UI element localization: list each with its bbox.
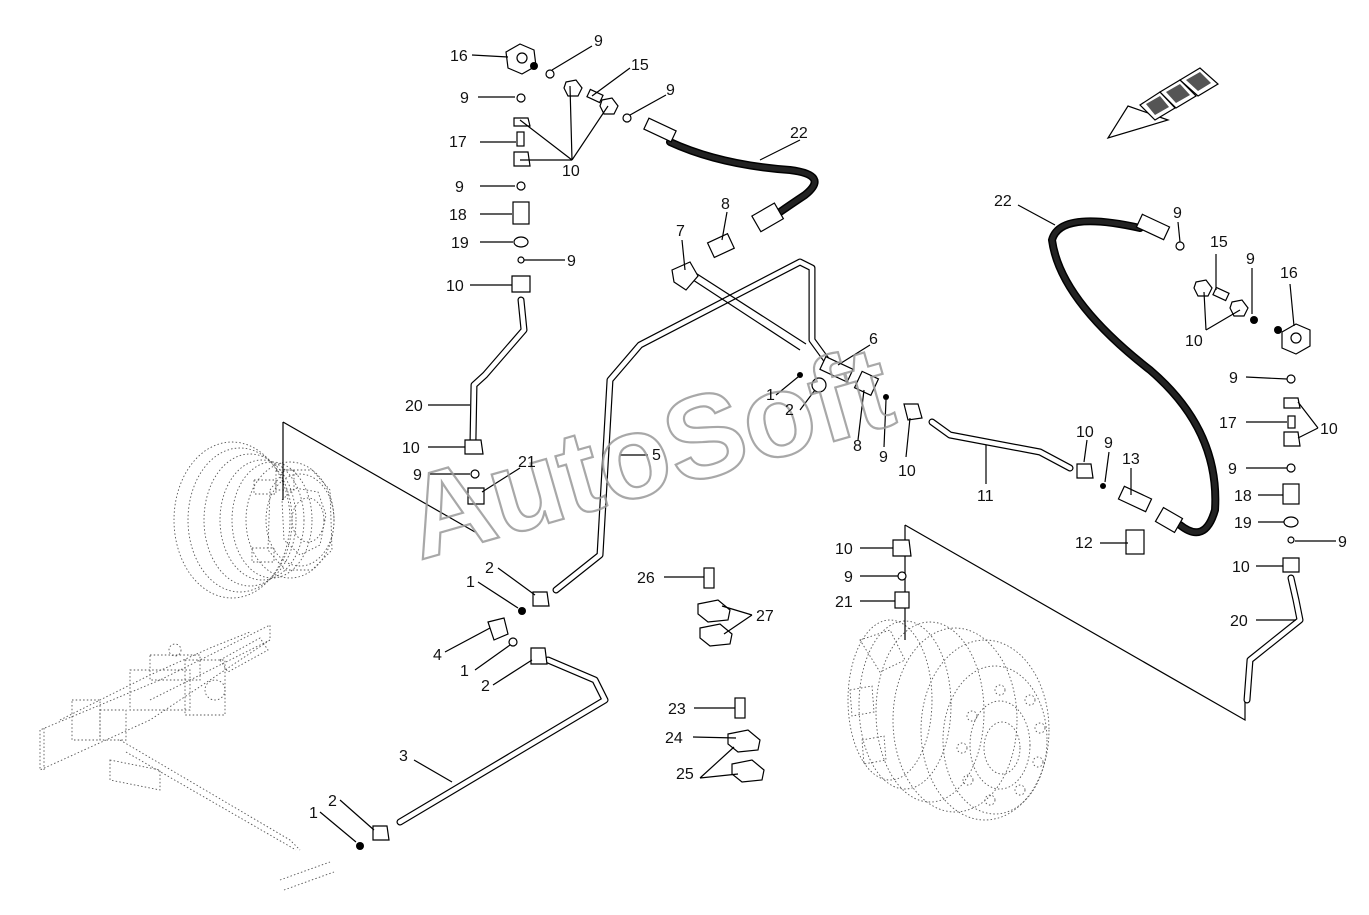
fittings <box>356 43 1311 850</box>
callout-10-b: 10 <box>446 278 464 295</box>
callout-8-a: 8 <box>721 196 730 213</box>
callout-9-e: 9 <box>567 253 576 270</box>
left-wheel-motor <box>173 441 335 599</box>
callout-19-left: 19 <box>451 235 469 252</box>
pipe-11 <box>928 418 1074 472</box>
callout-3: 3 <box>399 748 408 765</box>
callout-6: 6 <box>869 331 878 348</box>
callout-17-right: 17 <box>1219 415 1237 432</box>
callout-13: 13 <box>1122 451 1140 468</box>
callout-10-a: 10 <box>562 163 580 180</box>
callout-10-d: 10 <box>402 440 420 457</box>
callout-10-i: 10 <box>835 541 853 558</box>
callout-16-left: 16 <box>450 48 468 65</box>
pipe-3 <box>396 656 609 826</box>
callout-1-a: 1 <box>766 387 775 404</box>
callout-1-b: 1 <box>466 574 475 591</box>
pipe-20-right <box>1243 574 1304 704</box>
direction-arrow-icon <box>1106 67 1220 140</box>
callout-9-n: 9 <box>844 569 853 586</box>
pump-assembly <box>39 624 335 891</box>
leader-lines <box>319 45 1336 843</box>
callout-2-b: 2 <box>485 560 494 577</box>
callout-9-f: 9 <box>879 449 888 466</box>
hose-22-left <box>666 138 819 216</box>
callout-21-left: 21 <box>518 454 536 471</box>
hose-22-right <box>1047 217 1220 537</box>
callout-9-h: 9 <box>1104 435 1113 452</box>
callout-9-g: 9 <box>413 467 422 484</box>
callout-23: 23 <box>668 701 686 718</box>
callout-5: 5 <box>652 447 661 464</box>
callout-2-c: 2 <box>481 678 490 695</box>
callout-2-d: 2 <box>328 793 337 810</box>
callout-9-l: 9 <box>1228 461 1237 478</box>
callout-labels: 16 9 15 9 9 17 10 9 18 19 9 10 22 8 7 6 … <box>309 33 1347 822</box>
callout-22-left: 22 <box>790 125 808 142</box>
callout-12: 12 <box>1075 535 1093 552</box>
callout-21-right: 21 <box>835 594 853 611</box>
callout-27: 27 <box>756 608 774 625</box>
callout-24: 24 <box>665 730 683 747</box>
right-frame-line <box>904 524 1246 722</box>
callout-8-b: 8 <box>853 438 862 455</box>
callout-11: 11 <box>977 488 994 505</box>
callout-17-left: 17 <box>449 134 467 151</box>
callout-16-right: 16 <box>1280 265 1298 282</box>
right-wheel-motor <box>847 619 1050 821</box>
callout-9-d: 9 <box>455 179 464 196</box>
callout-9-m: 9 <box>1338 534 1347 551</box>
callout-1-c: 1 <box>460 663 469 680</box>
callout-7: 7 <box>676 223 685 240</box>
pipe-7 <box>689 271 807 351</box>
callout-9-c: 9 <box>460 90 469 107</box>
callout-19-right: 19 <box>1234 515 1252 532</box>
callout-25: 25 <box>676 766 694 783</box>
callout-9-a: 9 <box>594 33 603 50</box>
callout-10-e: 10 <box>1076 424 1094 441</box>
callout-9-i: 9 <box>1173 205 1182 222</box>
watermark-text: AutoSoft <box>391 321 906 585</box>
callout-10-g: 10 <box>1320 421 1338 438</box>
callout-18-right: 18 <box>1234 488 1252 505</box>
callout-10-h: 10 <box>1232 559 1250 576</box>
pipe-20-left <box>469 296 528 444</box>
callout-26: 26 <box>637 570 655 587</box>
callout-9-b: 9 <box>666 82 675 99</box>
pipe-5 <box>552 258 832 594</box>
callout-20-left: 20 <box>405 398 423 415</box>
callout-4: 4 <box>433 647 442 664</box>
callout-1-d: 1 <box>309 805 318 822</box>
callout-22-right: 22 <box>994 193 1012 210</box>
callout-9-j: 9 <box>1246 251 1255 268</box>
callout-10-c: 10 <box>898 463 916 480</box>
left-frame-line <box>282 421 476 533</box>
callout-2-a: 2 <box>785 402 794 419</box>
callout-15-left: 15 <box>631 57 649 74</box>
callout-10-f: 10 <box>1185 333 1203 350</box>
callout-9-k: 9 <box>1229 370 1238 387</box>
callout-20-right: 20 <box>1230 613 1248 630</box>
callout-15-right: 15 <box>1210 234 1228 251</box>
callout-18-left: 18 <box>449 207 467 224</box>
